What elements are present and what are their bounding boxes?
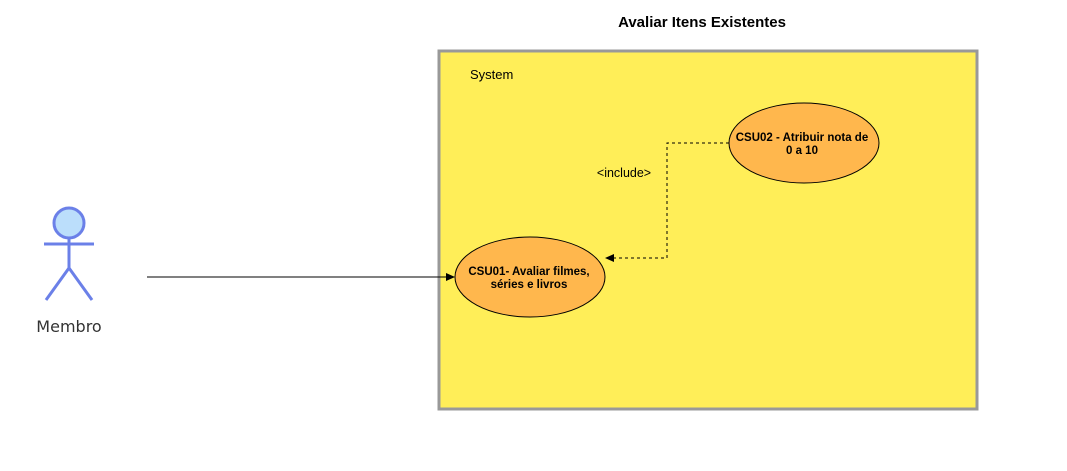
actor-head (52, 206, 86, 240)
use-case-ellipse (454, 236, 606, 318)
use-case-ellipse (728, 102, 880, 184)
actor-label: Membro (36, 317, 101, 336)
actor-left-leg (44, 267, 71, 301)
use-case-label-line2: 0 a 10 (786, 145, 818, 157)
use-case-label-line2: séries e livros (491, 279, 568, 291)
actor-right-leg (67, 267, 94, 301)
use-case-label-line1: CSU01- Avaliar filmes, (468, 266, 589, 278)
include-label: <include> (597, 166, 651, 180)
use-case-label-line1: CSU02 - Atribuir nota de (736, 132, 868, 144)
system-boundary[interactable] (437, 49, 979, 411)
use-case-csu02[interactable]: CSU02 - Atribuir nota de 0 a 10 (728, 102, 880, 184)
system-label: System (470, 67, 513, 82)
use-case-csu01[interactable]: CSU01- Avaliar filmes, séries e livros (454, 236, 606, 318)
actor-membro[interactable] (44, 206, 94, 301)
include-relationship[interactable] (605, 142, 729, 262)
diagram-title: Avaliar Itens Existentes (618, 14, 786, 31)
